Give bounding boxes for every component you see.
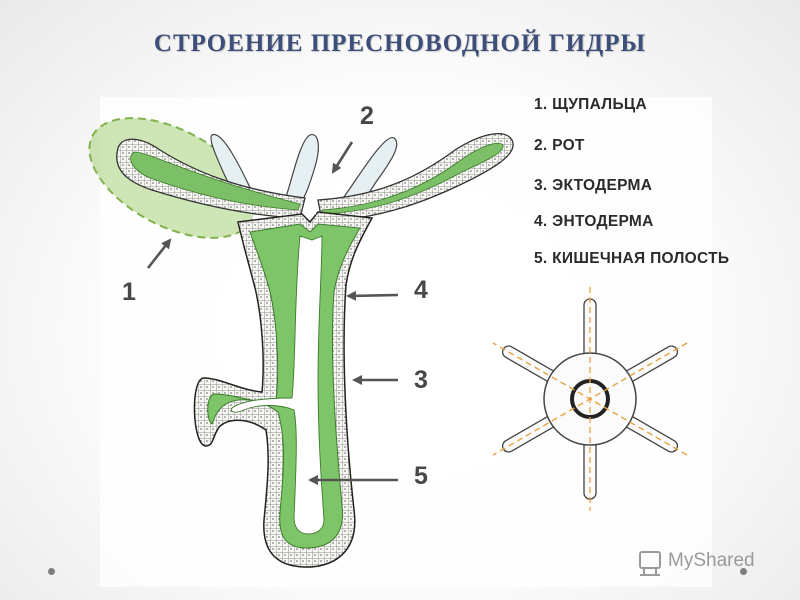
label-4: 4: [414, 276, 428, 304]
watermark-text: MyShared: [668, 550, 755, 571]
legend-item-endoderm: 4. ЭНТОДЕРМА: [534, 213, 654, 230]
corner-dot-right: [740, 568, 747, 575]
tentacle-small-2: [284, 134, 319, 206]
label-5: 5: [414, 462, 428, 490]
pointer-arrows: [146, 141, 399, 485]
label-2: 2: [360, 102, 374, 130]
arrow-2: [331, 141, 354, 174]
label-3: 3: [414, 366, 428, 394]
legend-item-tentacles: 1. ЩУПАЛЬЦА: [534, 96, 648, 113]
left-tentacle: [116, 138, 306, 219]
arrow-1: [146, 238, 172, 269]
arrow-4: [346, 290, 399, 301]
legend-item-ectoderm: 3. ЭКТОДЕРМА: [534, 177, 653, 194]
right-tentacle: [317, 133, 514, 223]
symmetry-axes: [492, 287, 688, 511]
label-1: 1: [122, 278, 136, 306]
gastric-cavity: [231, 235, 325, 535]
legend-item-gastric-cavity: 5. КИШЕЧНАЯ ПОЛОСТЬ: [534, 250, 730, 267]
corner-dot-left: [48, 568, 55, 575]
page-title: СТРОЕНИЕ ПРЕСНОВОДНОЙ ГИДРЫ: [153, 30, 647, 57]
watermark-icon: [639, 551, 661, 576]
radial-symmetry-diagram: [492, 287, 688, 511]
legend-item-mouth: 2. РОТ: [534, 137, 585, 154]
